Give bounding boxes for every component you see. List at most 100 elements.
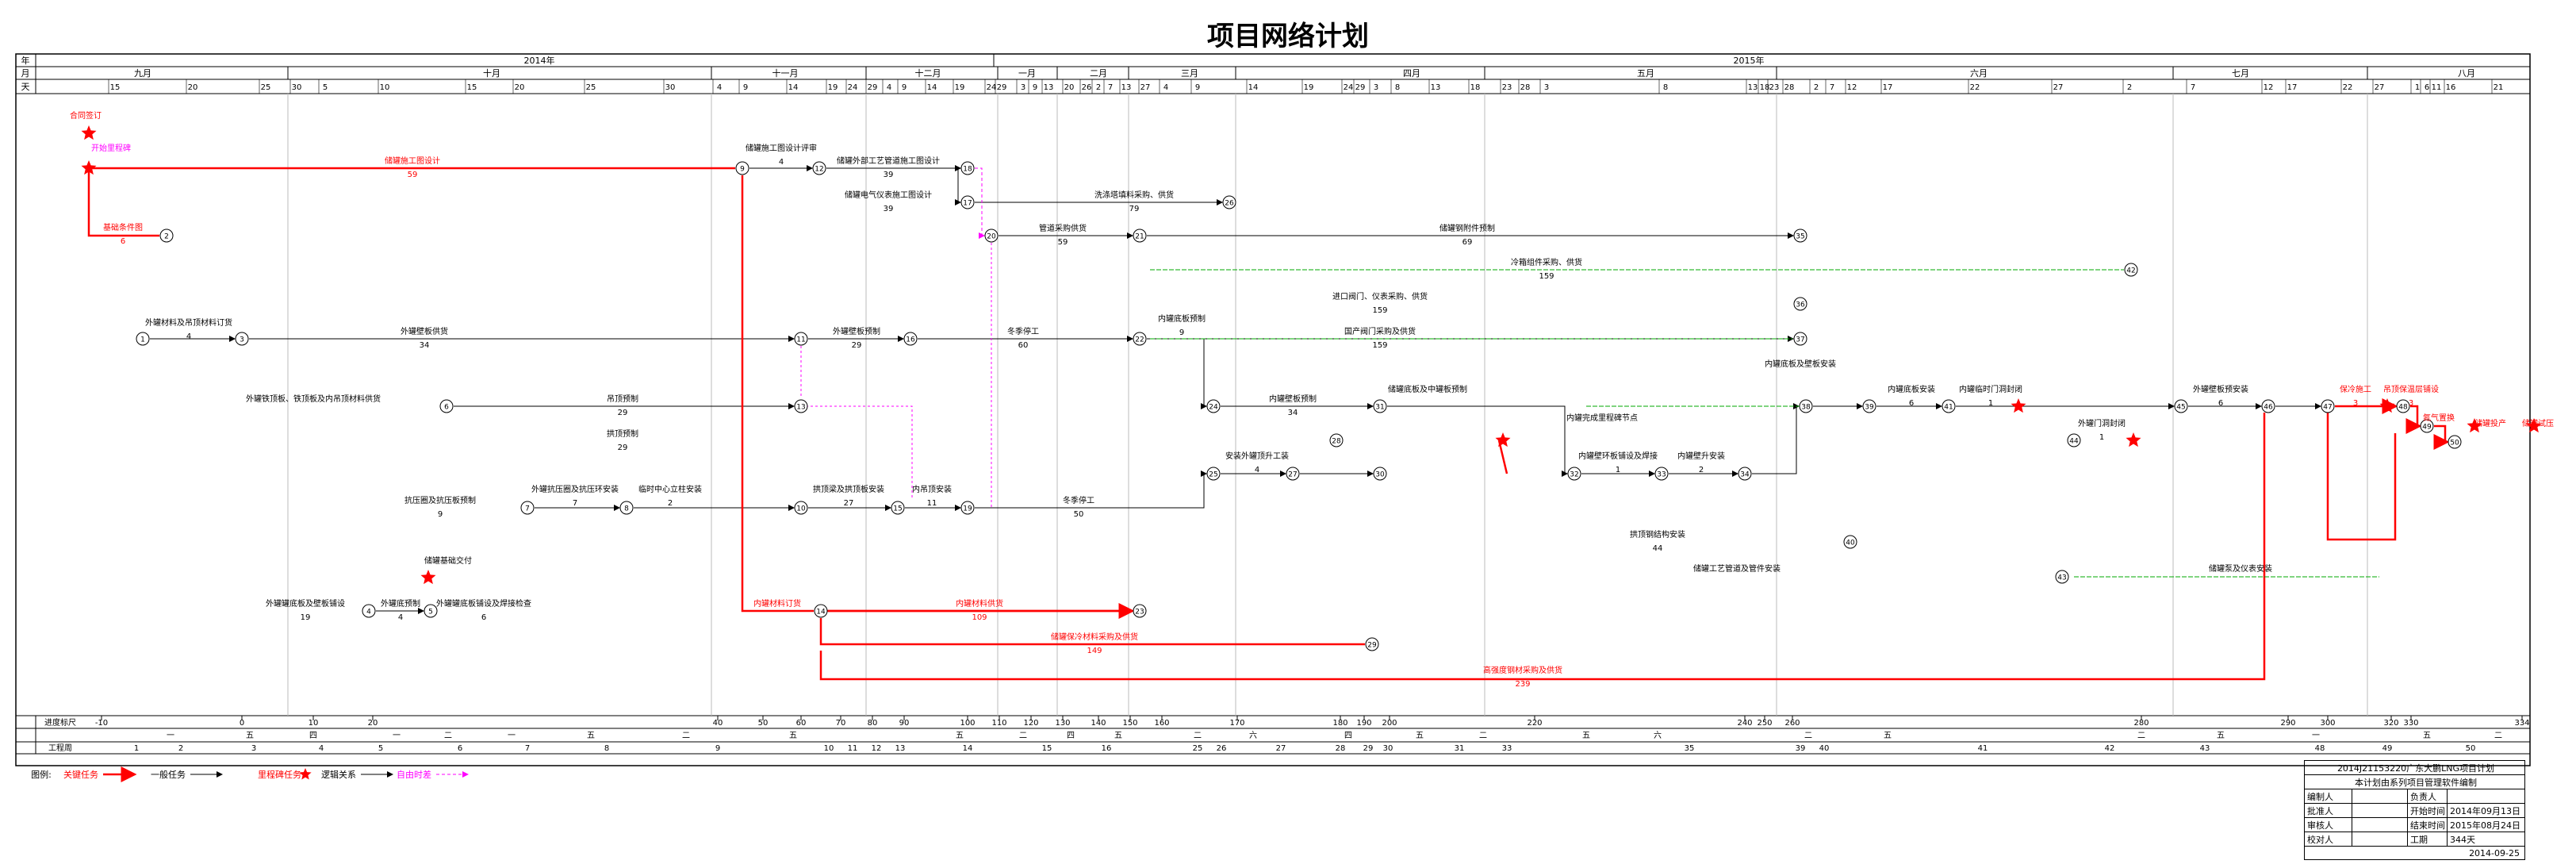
node-id: 46 [2264,404,2273,412]
info-project-line: 2014J21153220广东大鹏LNG项目计划 [2336,762,2495,774]
milestone-star-icon [2467,418,2482,433]
weekday-label: 一 [393,732,401,740]
task-name: 拱顶梁及拱顶板安装 [813,484,884,494]
progress-label: 320 [2383,719,2398,728]
node-circle [1133,229,1147,243]
node-circle [1942,399,1956,413]
task-name: 吊顶保温层铺设 [2383,384,2439,394]
info-value [2352,818,2408,832]
task-name: 内罐材料供货 [956,598,1003,609]
week-label: 26 [1217,744,1227,753]
task-duration: 3 [2353,399,2358,408]
task-duration: 69 [1462,238,1473,247]
node-circle [960,161,975,175]
week-label: 28 [1336,744,1346,753]
legend-title: 图例: [31,769,52,780]
week-label: 9 [715,744,720,753]
day-label: 12 [1847,83,1857,92]
weekday-label: 二 [682,732,690,740]
task-duration: 29 [618,444,628,452]
node-circle [1862,399,1876,413]
node-circle [1133,332,1147,346]
progress-label: 70 [836,719,846,728]
day-label: 6 [2425,83,2429,92]
day-label: 28 [1520,83,1531,92]
day-label: 1 [2415,83,2420,92]
legend: 图例:关键任务一般任务里程碑任务逻辑关系自由时差 [31,766,469,782]
day-label: 27 [1140,83,1151,92]
node-circle [1793,229,1807,243]
node-id: 25 [1209,471,1217,479]
task-name: 内罐底板预制 [1158,313,1206,324]
weekday-label: 六 [1249,731,1257,740]
task-duration: 34 [420,341,430,350]
task-name: 冬季停工 [1007,326,1039,336]
info-label: 结束时间 [2408,818,2448,832]
task-duration: 239 [1515,680,1530,689]
weekday-label: 一 [508,732,516,740]
progress-label: 140 [1091,719,1106,728]
node-circle [2067,433,2081,447]
task-duration: 6 [121,237,125,246]
weekday-label: 五 [1114,732,1122,740]
task-name: 内罐底板及壁板安装 [1765,359,1836,369]
day-label: 19 [1304,83,1314,92]
task-name: 储罐基础交付 [424,555,472,566]
node-circle [814,604,828,618]
day-label: 17 [1883,83,1893,92]
year-label: 2015年 [1734,55,1765,66]
task-name: 外罐材料及吊顶材料订货 [145,317,232,328]
chart-frame [15,53,2531,766]
progress-label: 250 [1757,719,1772,728]
day-label: 9 [1195,83,1200,92]
legend-label: 一般任务 [151,770,186,780]
week-label: 16 [1102,744,1112,753]
task-name: 外罐壁板供货 [401,326,448,336]
weekday-label: 二 [1804,732,1812,740]
info-value [2352,789,2408,803]
node-id: 50 [2450,440,2459,447]
task-duration: 9 [438,510,443,519]
critical-path [2326,413,2397,541]
node-circle [1654,467,1669,481]
node-circle [960,501,975,515]
task-duration: 59 [408,171,418,179]
task-duration: 39 [884,171,894,179]
task-name: 储罐电气仪表施工图设计 [845,190,932,200]
node-id: 3 [240,336,244,344]
task-name: 高强度钢材采购及供货 [1483,665,1562,675]
legend-label: 自由时差 [397,769,431,780]
node-id: 43 [2057,574,2066,582]
task-name: 冬季停工 [1063,495,1094,505]
node-id: 48 [2398,404,2408,412]
task-name: 外罐壁板预安装 [2193,384,2248,394]
week-label: 48 [2315,744,2325,753]
task-duration: 2 [1699,466,1704,474]
week-label: 39 [1796,744,1806,753]
node-id: 21 [1135,233,1144,241]
node-id: 37 [1796,336,1804,344]
task-duration: 159 [1372,306,1387,315]
task-duration: 9 [1179,328,1184,337]
task-name: 内罐壁环板铺设及焊接 [1578,451,1658,461]
task-name: 外罐门洞封闭 [2078,418,2126,428]
chart-grid [15,53,2531,766]
task-name: 合同签订 [70,110,102,121]
node-id: 16 [906,336,915,344]
free-float-line [801,405,913,500]
week-label: 3 [251,744,256,753]
row-label-month: 月 [21,68,30,79]
task-duration: 4 [398,613,403,622]
task-duration: 6 [2218,399,2223,408]
task-name: 储罐保冷材料采购及供货 [1051,632,1138,642]
task-name: 外罐罐底板铺设及焊接检查 [436,598,531,609]
node-circle [1133,604,1147,618]
info-label: 工期 [2408,832,2448,846]
node-circle [2174,399,2188,413]
progress-label: 40 [713,719,723,728]
month-label: 四月 [1403,68,1420,79]
day-label: 20 [188,83,198,92]
node-circle [960,195,975,209]
weekday-label: 二 [1194,732,1202,740]
